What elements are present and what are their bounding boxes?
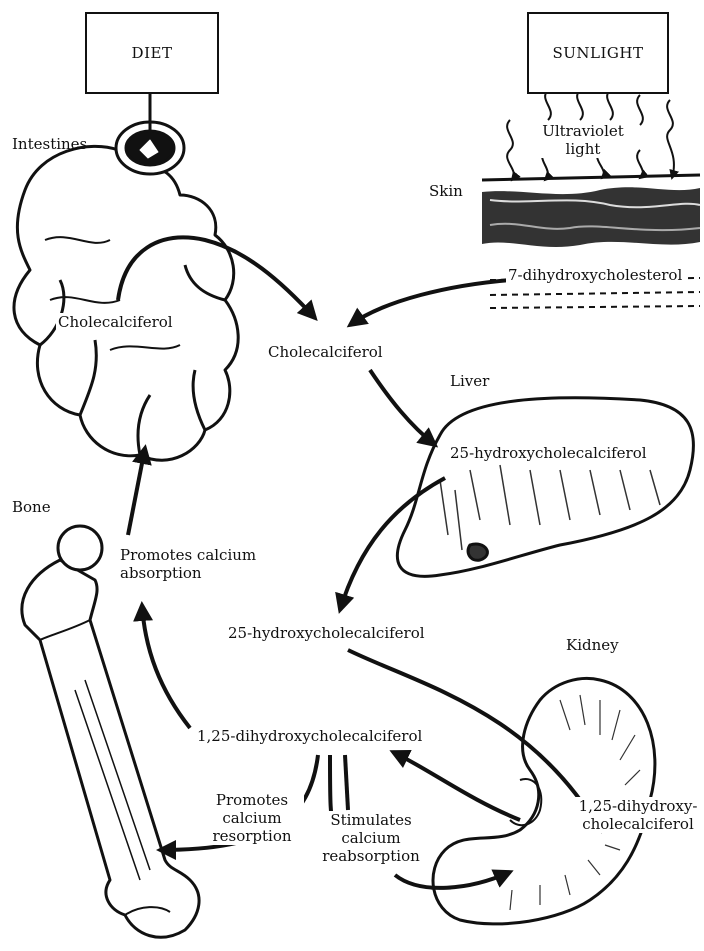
sunlight-box: SUNLIGHT: [527, 12, 669, 94]
diet-label: DIET: [132, 44, 173, 62]
absorption-effect-label: Promotes calcium absorption: [120, 546, 256, 582]
kidney-active-line1: 1,25-dihydroxy-: [570, 797, 704, 815]
sunlight-label: SUNLIGHT: [553, 44, 644, 62]
arrow-kidney-to-active: [393, 752, 520, 820]
organ-label-liver: Liver: [450, 372, 489, 390]
resorption-line2: calcium: [202, 809, 302, 827]
liver-illustration: [397, 398, 693, 577]
reabsorption-line1: Stimulates: [318, 811, 424, 829]
cholecalciferol-label: Cholecalciferol: [268, 343, 383, 361]
kidney-active-line2: cholecalciferol: [570, 815, 704, 833]
organ-label-kidney: Kidney: [566, 636, 619, 654]
resorption-effect-label: Promotes calcium resorption: [200, 791, 304, 845]
ultraviolet-line1: Ultraviolet: [538, 122, 628, 140]
organ-label-bone: Bone: [12, 498, 51, 516]
organ-label-skin: Skin: [429, 182, 463, 200]
arrow-active-to-absorption: [142, 605, 190, 728]
ultraviolet-line2: light: [538, 140, 628, 158]
ultraviolet-light-label: Ultraviolet light: [536, 122, 630, 158]
kidney-active-label: 1,25-dihydroxy- cholecalciferol: [568, 797, 704, 833]
reabsorption-line2: calcium: [318, 829, 424, 847]
bone-illustration: [22, 526, 199, 937]
liver-25-hydroxy-label: 25-hydroxycholecalciferol: [448, 444, 649, 462]
reabsorption-effect-label: Stimulates calcium reabsorption: [316, 811, 426, 865]
intestines-illustration: [14, 122, 238, 460]
circulating-25-hydroxy-label: 25-hydroxycholecalciferol: [228, 624, 425, 642]
absorption-line2: absorption: [120, 564, 256, 582]
absorption-line1: Promotes calcium: [120, 546, 256, 564]
arrow-absorption-to-intestine: [128, 448, 145, 535]
arrow-cholecalciferol-to-liver: [370, 370, 435, 445]
resorption-line3: resorption: [202, 827, 302, 845]
precursor-label: 7-dihydroxycholesterol: [506, 266, 684, 284]
reabsorption-line3: reabsorption: [318, 847, 424, 865]
diet-box: DIET: [85, 12, 219, 94]
active-vitamin-d-label: 1,25-dihydroxycholecalciferol: [195, 727, 424, 745]
intestine-cholecalciferol-label: Cholecalciferol: [56, 313, 175, 331]
organ-label-intestines: Intestines: [12, 135, 87, 153]
arrow-skin-to-cholecalciferol: [350, 280, 510, 325]
skin-illustration: [482, 175, 700, 308]
resorption-line1: Promotes: [202, 791, 302, 809]
arrow-active-to-resorption-line: [345, 755, 348, 810]
